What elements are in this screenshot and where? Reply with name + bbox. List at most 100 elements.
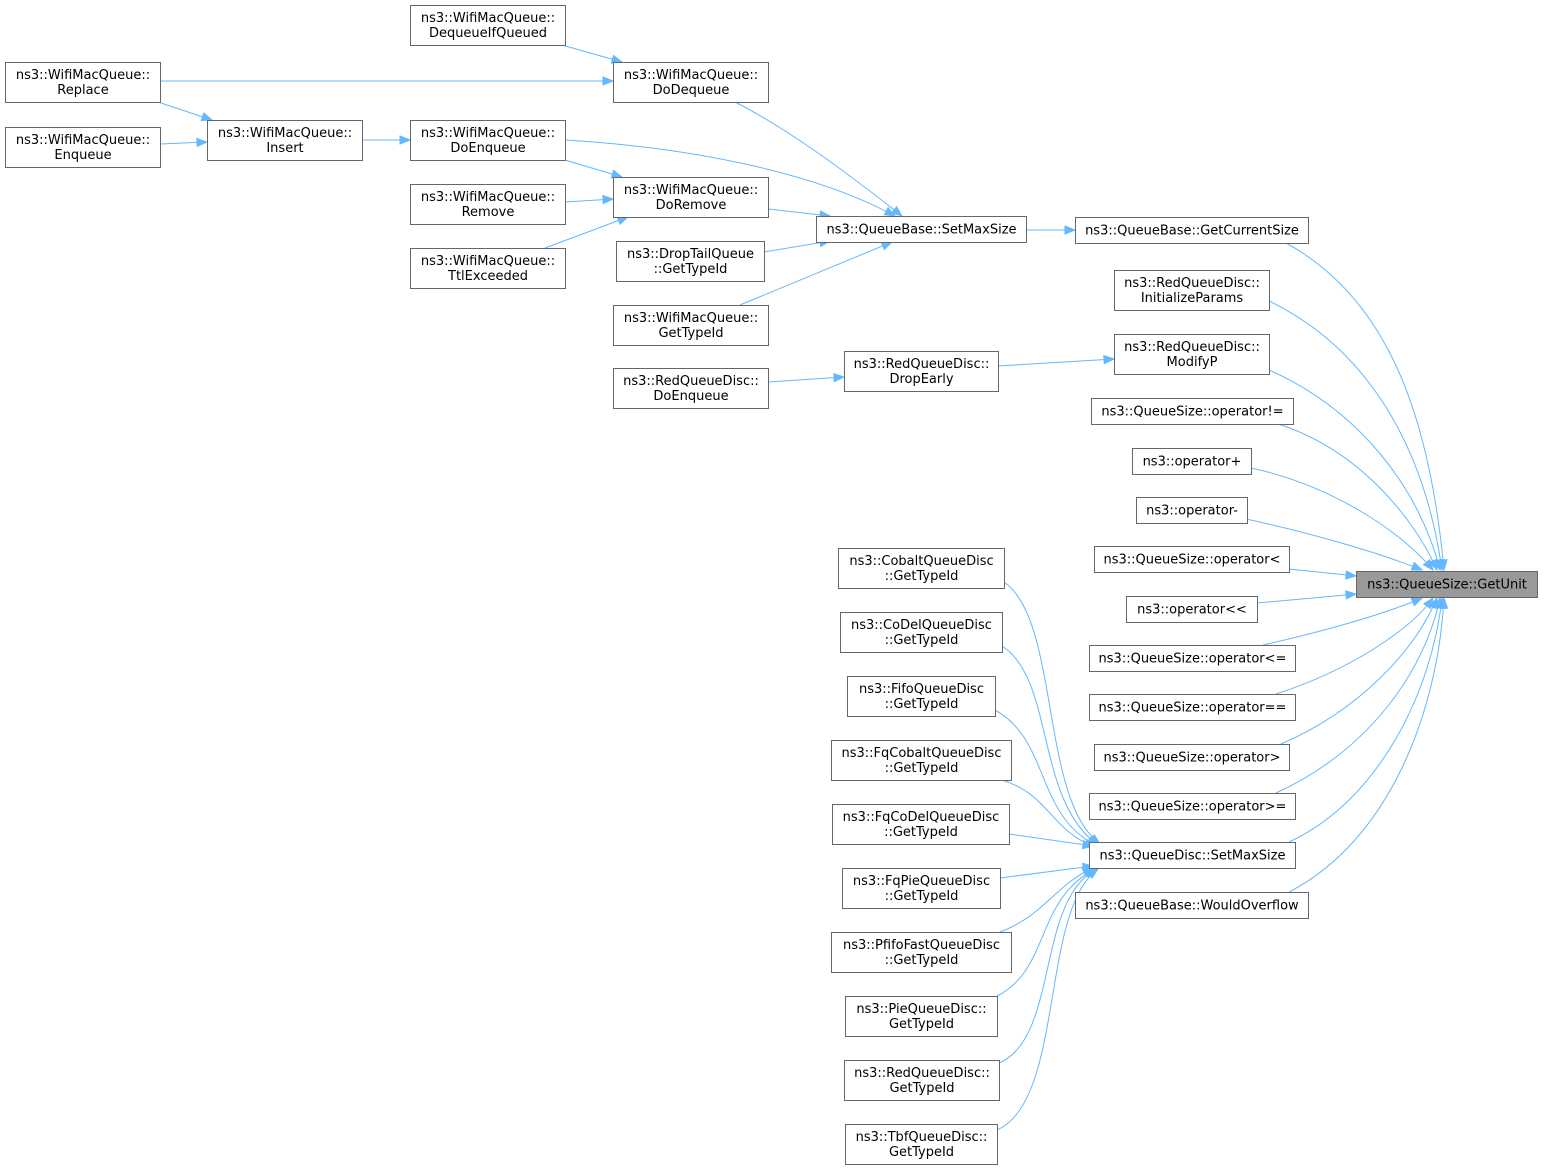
node-op-shl[interactable]: ns3::operator<<: [1126, 596, 1258, 623]
node-w-dequeueifqueued[interactable]: ns3::WifiMacQueue::DequeueIfQueued: [410, 5, 566, 46]
node-label-line: ns3::WifiMacQueue::: [421, 190, 555, 205]
edges-layer: [157, 44, 1449, 1131]
node-box: [831, 740, 1012, 781]
arrowhead: [1345, 590, 1358, 600]
node-box: [5, 127, 161, 168]
node-wouldoverflow[interactable]: ns3::QueueBase::WouldOverflow: [1075, 892, 1309, 919]
node-box: [1089, 694, 1296, 721]
node-w-enqueue[interactable]: ns3::WifiMacQueue::Enqueue: [5, 127, 161, 168]
node-box: [816, 216, 1027, 243]
node-label-line: ns3::WifiMacQueue::: [624, 68, 758, 83]
node-w-doenqueue[interactable]: ns3::WifiMacQueue::DoEnqueue: [410, 120, 566, 161]
node-op-le[interactable]: ns3::QueueSize::operator<=: [1089, 645, 1296, 672]
node-label-line: ::GetTypeId: [885, 569, 959, 584]
node-label-line: ::GetTypeId: [885, 953, 959, 968]
node-op-eq[interactable]: ns3::QueueSize::operator==: [1089, 694, 1296, 721]
node-label-line: ns3::QueueSize::operator<=: [1099, 652, 1287, 667]
edge-op-minus-to-getunit: [1245, 518, 1424, 571]
node-qd-setmaxsize[interactable]: ns3::QueueDisc::SetMaxSize: [1089, 842, 1296, 869]
node-label-line: ns3::FqCoDelQueueDisc: [843, 810, 1000, 825]
node-w-dodequeue[interactable]: ns3::WifiMacQueue::DoDequeue: [613, 62, 769, 103]
node-box: [613, 305, 769, 346]
arrowhead: [602, 194, 615, 205]
node-w-remove[interactable]: ns3::WifiMacQueue::Remove: [410, 184, 566, 225]
edge-line: [1275, 597, 1441, 794]
edge-modifyp-to-getunit: [1268, 369, 1443, 572]
node-w-insert[interactable]: ns3::WifiMacQueue::Insert: [207, 120, 363, 161]
node-qb-setmaxsize[interactable]: ns3::QueueBase::SetMaxSize: [816, 216, 1027, 243]
edge-line: [739, 241, 893, 306]
edge-op-eq-to-getunit: [1275, 596, 1434, 695]
node-label-line: ns3::DropTailQueue: [627, 247, 754, 262]
edge-op-le-to-getunit: [1262, 597, 1424, 646]
edge-line: [997, 358, 1115, 367]
node-label-line: GetTypeId: [889, 1017, 954, 1032]
node-box: [1089, 793, 1296, 820]
node-getcurrentsize[interactable]: ns3::QueueBase::GetCurrentSize: [1075, 217, 1309, 244]
edge-line: [544, 216, 629, 249]
node-fqcobalt-gettypeid[interactable]: ns3::FqCobaltQueueDisc::GetTypeId: [831, 740, 1012, 781]
edge-op-ne-to-getunit: [1277, 423, 1438, 572]
arrowhead: [1422, 558, 1434, 572]
node-w-doremove[interactable]: ns3::WifiMacQueue::DoRemove: [613, 177, 769, 218]
node-label-line: ns3::QueueSize::operator==: [1099, 701, 1287, 716]
node-box: [1094, 744, 1290, 771]
edge-line: [1288, 597, 1445, 893]
node-red-gettypeid[interactable]: ns3::RedQueueDisc::GetTypeId: [844, 1060, 1000, 1101]
node-fqpie-gettypeid[interactable]: ns3::FqPieQueueDisc::GetTypeId: [842, 868, 1001, 909]
edge-line: [994, 709, 1098, 847]
edge-op-plus-to-getunit: [1250, 467, 1434, 572]
node-label-line: Insert: [266, 141, 303, 156]
arrowhead: [890, 205, 904, 217]
node-label-line: Replace: [57, 83, 108, 98]
edge-dropearly-to-modifyp: [997, 354, 1116, 367]
node-pie-gettypeid[interactable]: ns3::PieQueueDisc::GetTypeId: [845, 996, 998, 1037]
node-w-replace[interactable]: ns3::WifiMacQueue::Replace: [5, 62, 161, 103]
node-pfifo-gettypeid[interactable]: ns3::PfifoFastQueueDisc::GetTypeId: [831, 932, 1012, 973]
edge-w-enqueue-to-w-insert: [159, 137, 209, 148]
node-op-ge[interactable]: ns3::QueueSize::operator>=: [1089, 793, 1296, 820]
node-droptail-gettypeid[interactable]: ns3::DropTailQueue::GetTypeId: [616, 241, 765, 282]
node-dropearly[interactable]: ns3::RedQueueDisc::DropEarly: [844, 351, 999, 392]
node-cobalt-gettypeid[interactable]: ns3::CobaltQueueDisc::GetTypeId: [838, 548, 1005, 589]
node-w-gettypeid[interactable]: ns3::WifiMacQueue::GetTypeId: [613, 305, 769, 346]
arrowhead: [610, 169, 624, 179]
node-box: [840, 612, 1003, 653]
node-op-minus[interactable]: ns3::operator-: [1136, 497, 1248, 524]
node-label-line: ns3::FqPieQueueDisc: [853, 874, 990, 889]
node-op-plus[interactable]: ns3::operator+: [1132, 448, 1252, 475]
node-label-line: GetTypeId: [889, 1145, 954, 1160]
node-op-lt[interactable]: ns3::QueueSize::operator<: [1094, 546, 1290, 573]
node-op-gt[interactable]: ns3::QueueSize::operator>: [1094, 744, 1290, 771]
node-red-doenqueue[interactable]: ns3::RedQueueDisc::DoEnqueue: [613, 368, 769, 409]
node-label-line: ns3::operator<<: [1137, 603, 1247, 618]
edge-w-insert-to-w-doenqueue: [362, 135, 412, 145]
edge-w-replace-to-w-insert: [157, 101, 214, 122]
node-w-ttlexceeded[interactable]: ns3::WifiMacQueue::TtlExceeded: [410, 248, 566, 289]
node-op-ne[interactable]: ns3::QueueSize::operator!=: [1091, 398, 1294, 425]
node-label-line: GetTypeId: [658, 326, 723, 341]
node-box: [1132, 448, 1252, 475]
node-fqcodel-gettypeid[interactable]: ns3::FqCoDelQueueDisc::GetTypeId: [832, 804, 1010, 845]
edge-op-shl-to-getunit: [1256, 590, 1358, 604]
node-label-line: ns3::QueueSize::operator!=: [1101, 405, 1283, 420]
node-box: [1136, 497, 1248, 524]
node-initializeparams[interactable]: ns3::RedQueueDisc::InitializeParams: [1114, 270, 1270, 311]
edge-line: [767, 376, 845, 383]
node-box: [410, 248, 566, 289]
node-label-line: ModifyP: [1167, 355, 1218, 370]
node-tbf-gettypeid[interactable]: ns3::TbfQueueDisc::GetTypeId: [845, 1124, 998, 1165]
node-box: [845, 996, 998, 1037]
node-label-line: ns3::QueueSize::operator>: [1104, 751, 1281, 766]
node-label-line: ns3::RedQueueDisc::: [854, 1066, 990, 1081]
node-codel-gettypeid[interactable]: ns3::CoDelQueueDisc::GetTypeId: [840, 612, 1003, 653]
node-modifyp[interactable]: ns3::RedQueueDisc::ModifyP: [1114, 334, 1270, 375]
node-label-line: ns3::WifiMacQueue::: [421, 11, 555, 26]
node-fifo-gettypeid[interactable]: ns3::FifoQueueDisc::GetTypeId: [847, 676, 996, 717]
edge-line: [1285, 242, 1445, 571]
node-box: [838, 548, 1005, 589]
edge-op-lt-to-getunit: [1288, 568, 1358, 580]
edge-line: [1262, 597, 1423, 646]
node-box: [1091, 398, 1294, 425]
node-getunit[interactable]: ns3::QueueSize::GetUnit: [1356, 571, 1538, 598]
